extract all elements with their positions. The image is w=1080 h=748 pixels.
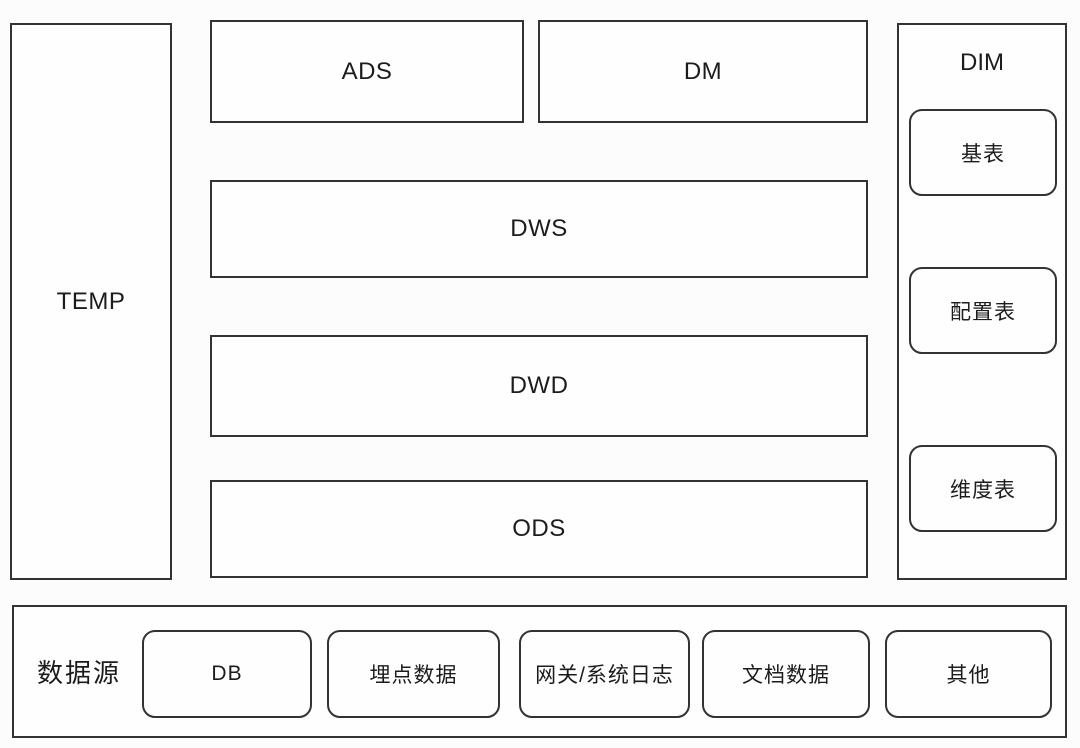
ads-layer-label: ADS: [341, 57, 393, 85]
ods-layer-box: ODS: [210, 480, 868, 578]
dim-item-config-table-label: 配置表: [950, 300, 1016, 324]
temp-layer-box: TEMP: [10, 23, 172, 580]
datasource-item-other: 其他: [885, 630, 1052, 718]
datasource-item-tracking-data: 埋点数据: [327, 630, 500, 718]
datasource-item-other-label: 其他: [946, 664, 991, 687]
dim-item-dimension-table-label: 维度表: [950, 478, 1016, 502]
datasource-panel-label: 数据源: [37, 658, 122, 688]
ods-layer-label: ODS: [512, 515, 566, 542]
datasource-item-tracking-data-label: 埋点数据: [369, 664, 458, 687]
dws-layer-label: DWS: [510, 215, 568, 242]
datasource-item-db-label: DB: [211, 662, 243, 685]
dim-panel-label: DIM: [960, 49, 1004, 76]
dim-panel: DIM 基表 配置表 维度表: [897, 23, 1067, 580]
temp-layer-label: TEMP: [56, 287, 126, 315]
dim-item-base-table-label: 基表: [961, 142, 1005, 166]
dim-item-dimension-table: 维度表: [909, 445, 1057, 532]
dwd-layer-box: DWD: [210, 335, 868, 437]
datasource-item-gateway-system-log-label: 网关/系统日志: [535, 664, 674, 687]
datasource-item-gateway-system-log: 网关/系统日志: [519, 630, 690, 718]
datasource-item-document-data: 文档数据: [702, 630, 870, 718]
dim-item-config-table: 配置表: [909, 267, 1057, 354]
datasource-item-db: DB: [142, 630, 312, 718]
dm-layer-label: DM: [683, 57, 723, 85]
dm-layer-box: DM: [538, 20, 868, 123]
ads-layer-box: ADS: [210, 20, 524, 123]
datasource-item-document-data-label: 文档数据: [742, 664, 830, 687]
dwd-layer-label: DWD: [509, 372, 569, 399]
dws-layer-box: DWS: [210, 180, 868, 278]
dim-item-base-table: 基表: [909, 109, 1057, 196]
datasource-panel: 数据源 DB 埋点数据 网关/系统日志 文档数据 其他: [12, 605, 1067, 738]
